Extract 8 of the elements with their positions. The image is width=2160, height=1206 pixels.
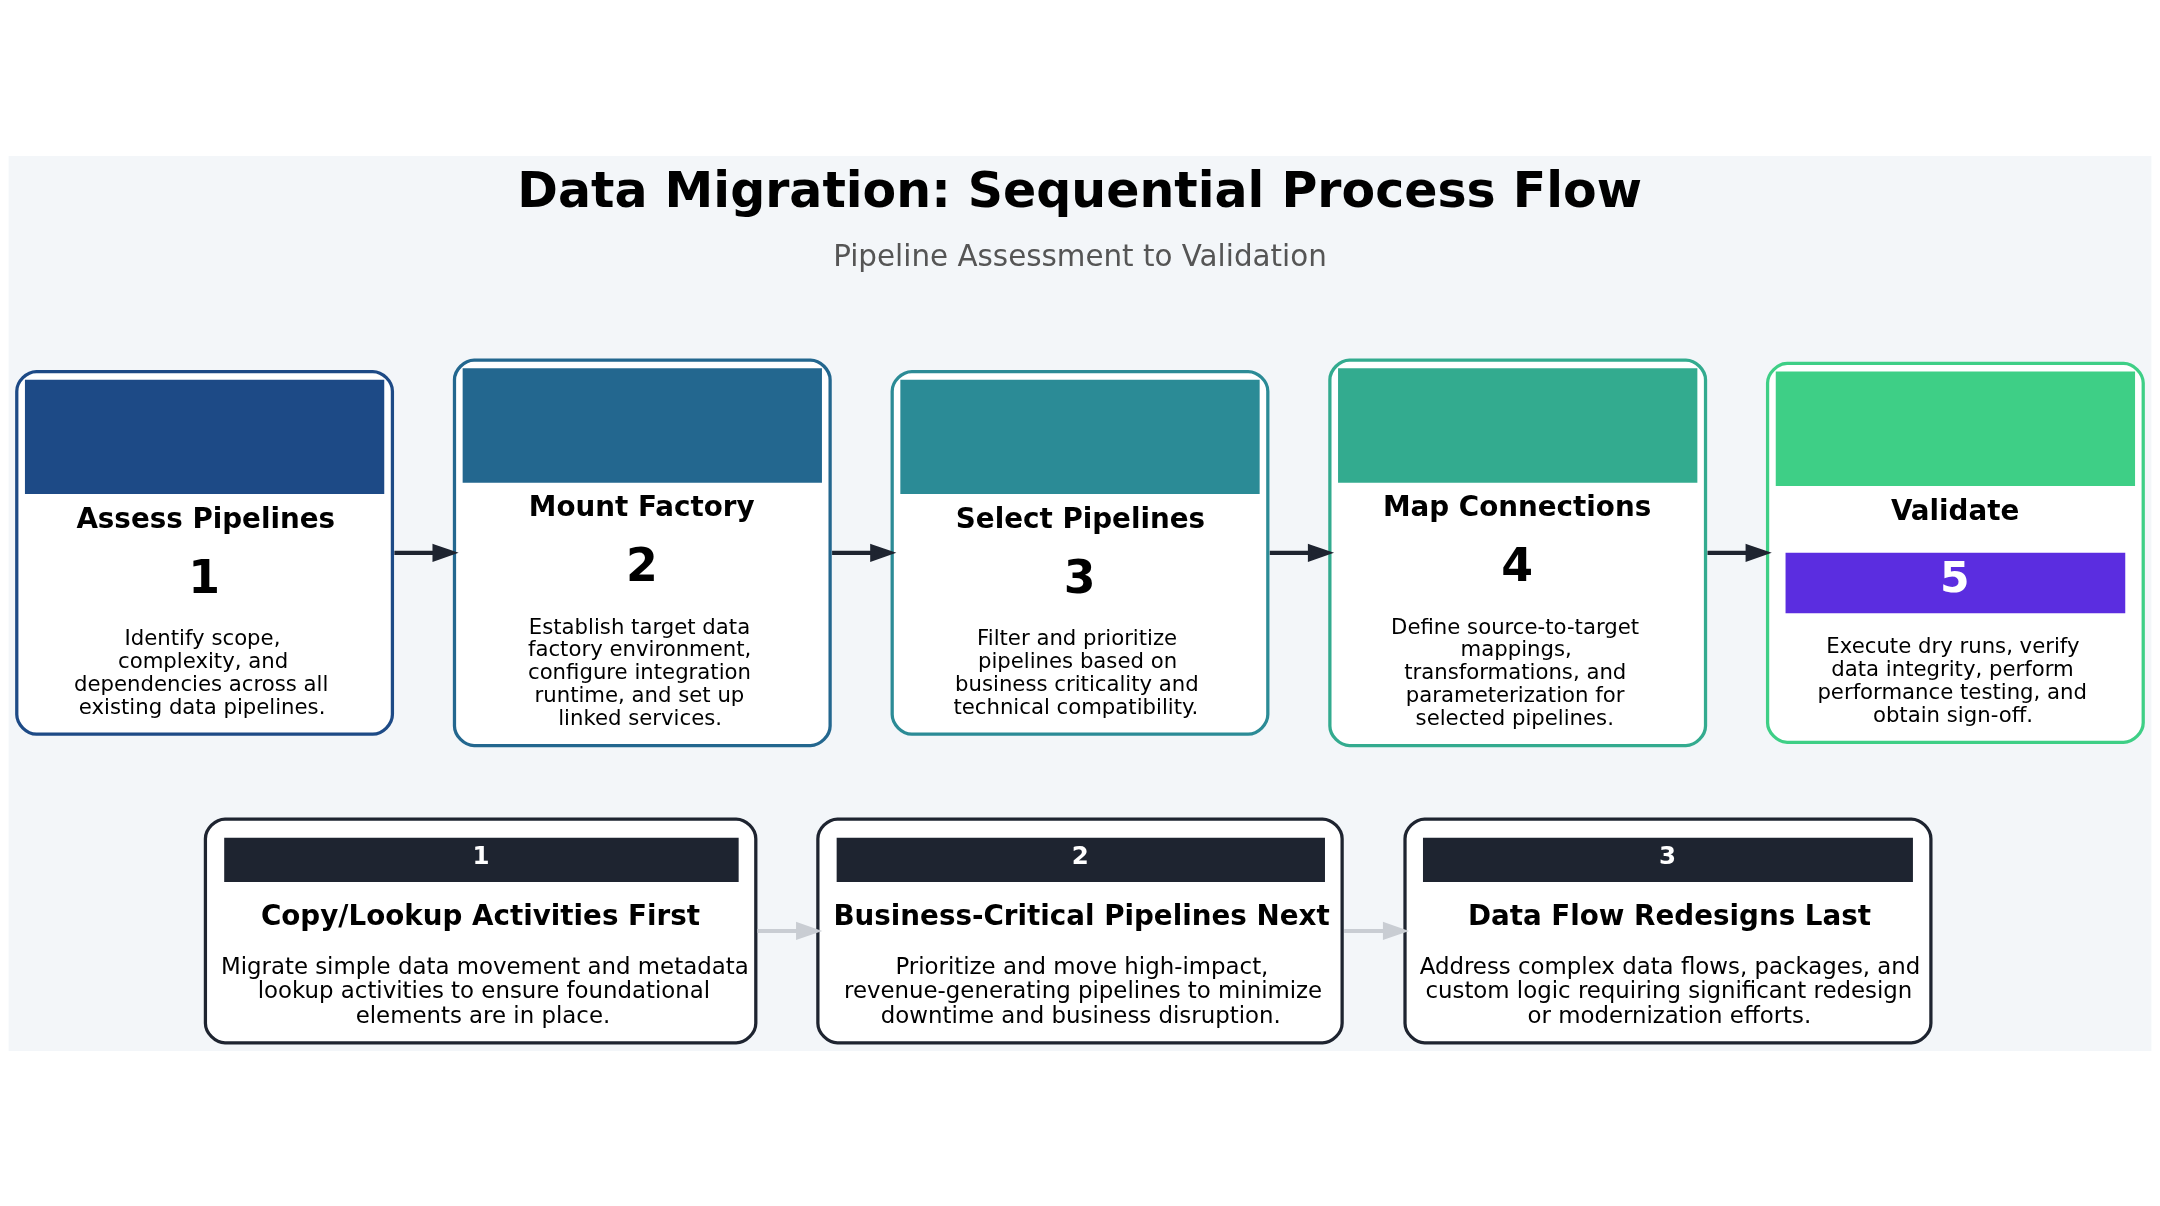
arrow [757, 921, 823, 940]
arrow [394, 543, 459, 562]
label: Pipeline Assessment to Validation [833, 238, 1327, 273]
arrow [1344, 921, 1410, 940]
diagram-title: Data Migration: Sequential Process Flow [517, 161, 1642, 219]
arrow [832, 543, 897, 562]
arrow [1269, 543, 1335, 562]
arrow [1707, 543, 1772, 562]
